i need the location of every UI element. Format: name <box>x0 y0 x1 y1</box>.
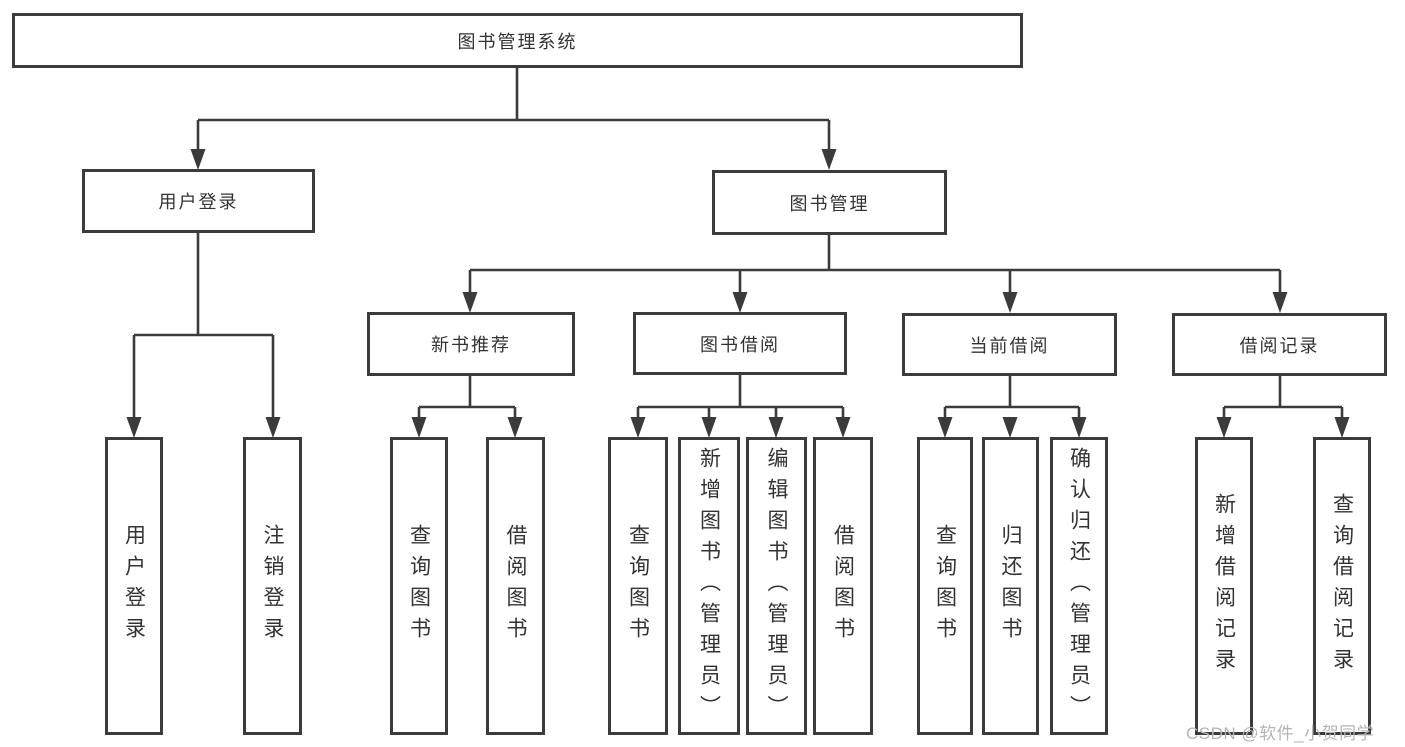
node-book-borrowing: 图书借阅 <box>633 312 847 375</box>
leaf-records-query-record: 查询借阅记录 <box>1313 437 1371 735</box>
node-label: 注销登录 <box>261 524 284 648</box>
leaf-borrowing-add-books-admin: 新增图书（管理员） <box>678 437 740 735</box>
node-label: 图书管理系统 <box>457 31 578 52</box>
node-label: 查询图书 <box>933 524 957 648</box>
node-book-management: 图书管理 <box>712 170 947 235</box>
node-label: 借阅图书 <box>504 524 527 648</box>
node-current-borrowing: 当前借阅 <box>902 313 1117 376</box>
node-borrowing-records: 借阅记录 <box>1172 313 1387 376</box>
node-label: 借阅图书 <box>831 524 855 648</box>
leaf-user-login: 用户登录 <box>105 437 163 735</box>
node-label: 新书推荐 <box>431 335 511 355</box>
leaf-current-return-books: 归还图书 <box>982 437 1039 735</box>
leaf-borrowing-borrow-books: 借阅图书 <box>813 437 873 735</box>
leaf-current-confirm-return-admin: 确认归还（管理员） <box>1050 437 1108 735</box>
node-label: 查询图书 <box>407 524 431 648</box>
leaf-recommend-query-books: 查询图书 <box>390 437 448 735</box>
node-label: 确认归还（管理员） <box>1067 446 1091 726</box>
node-label: 图书借阅 <box>700 334 780 355</box>
node-label: 当前借阅 <box>969 335 1050 356</box>
node-label: 查询借阅记录 <box>1330 493 1354 679</box>
node-label: 用户登录 <box>158 192 239 212</box>
node-label: 归还图书 <box>999 524 1022 648</box>
node-label: 编辑图书（管理员） <box>765 446 788 726</box>
csdn-watermark: CSDN @软件_小贺同学 <box>1186 724 1375 743</box>
node-new-book-recommendation: 新书推荐 <box>367 312 575 376</box>
leaf-logout: 注销登录 <box>243 437 302 735</box>
leaf-current-query-books: 查询图书 <box>917 437 973 735</box>
node-label: 查询图书 <box>626 524 650 648</box>
node-label: 用户登录 <box>122 524 146 648</box>
node-library-system: 图书管理系统 <box>12 13 1023 68</box>
node-label: 新增借阅记录 <box>1212 493 1236 679</box>
node-user-login: 用户登录 <box>82 169 315 233</box>
leaf-borrowing-query-books: 查询图书 <box>608 437 668 735</box>
leaf-borrowing-edit-books-admin: 编辑图书（管理员） <box>746 437 807 735</box>
node-label: 图书管理 <box>789 193 870 214</box>
node-label: 借阅记录 <box>1239 335 1320 356</box>
leaf-records-add-record: 新增借阅记录 <box>1195 437 1253 735</box>
node-label: 新增图书（管理员） <box>697 446 721 726</box>
leaf-recommend-borrow-books: 借阅图书 <box>486 437 545 735</box>
